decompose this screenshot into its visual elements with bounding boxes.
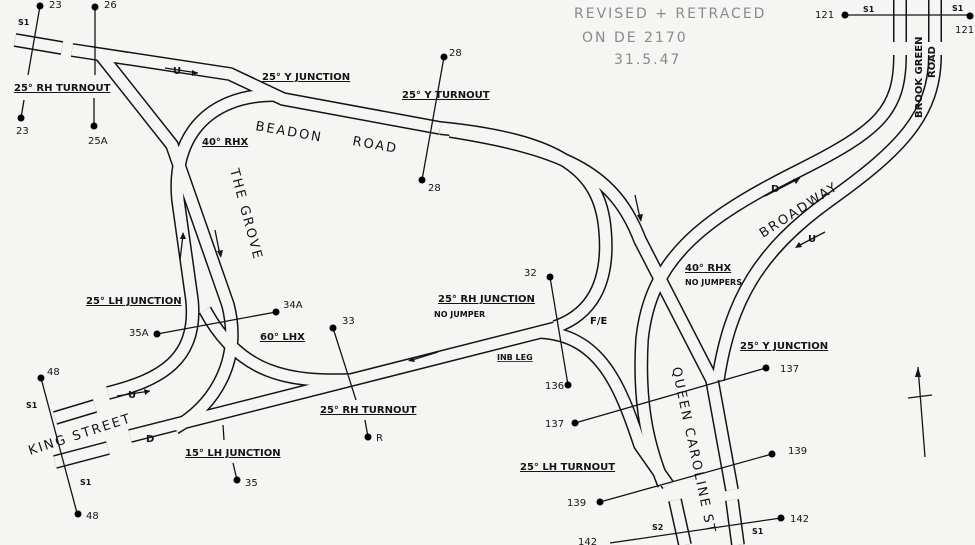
section-mark-s1-west: S1: [18, 18, 30, 27]
label-y-junction-top: 25° Y JUNCTION: [262, 72, 350, 83]
section-mark-s1-brook-east: S1: [952, 4, 964, 13]
direction-down-broadway: D: [771, 184, 779, 195]
label-no-jumpers: NO JUMPERS: [685, 278, 742, 287]
section-mark-s1-king-up: S1: [26, 401, 38, 410]
pole-35: 35: [245, 478, 258, 489]
pole-137-east: 137: [780, 364, 799, 375]
label-y-junction-qc: 25° Y JUNCTION: [740, 341, 828, 352]
label-40-rhx: 40° RHX: [202, 137, 248, 148]
road-name-beadon-road: ROAD: [351, 134, 399, 157]
label-no-jumper: NO JUMPER: [434, 310, 485, 319]
north-arrow-icon: [915, 367, 921, 377]
pole-121-east: 121: [955, 25, 974, 36]
revision-note-line1: REVISED + RETRACED: [574, 6, 766, 22]
pole-139-east: 139: [788, 446, 807, 457]
pole-28-north: 28: [449, 48, 462, 59]
label-25-lh-junction: 25° LH JUNCTION: [86, 296, 182, 307]
pole-26: 26: [104, 0, 117, 11]
label-25-rh-turnout: 25° RH TURNOUT: [320, 405, 417, 416]
pole-23-north: 23: [49, 0, 62, 11]
road-name-the-grove: THE GROVE: [226, 166, 265, 262]
label-40-rhx-qc: 40° RHX: [685, 263, 731, 274]
label-60-lhx: 60° LHX: [260, 332, 305, 343]
direction-down-king: D: [146, 434, 154, 445]
pole-142-east: 142: [790, 514, 809, 525]
pole-32: 32: [524, 268, 537, 279]
road-name-brook-green: BROOK GREEN: [914, 37, 925, 119]
label-y-turnout: 25° Y TURNOUT: [402, 90, 490, 101]
label-25-rh-junction: 25° RH JUNCTION: [438, 294, 535, 305]
direction-up-king: U: [128, 390, 136, 401]
pole-136: 136: [545, 381, 564, 392]
pole-48-north: 48: [47, 367, 60, 378]
pole-r: R: [376, 433, 383, 444]
pole-markers: [17, 2, 974, 544]
pole-25a: 25A: [88, 136, 108, 147]
label-15-lh-junction: 15° LH JUNCTION: [185, 448, 281, 459]
section-mark-s2-qc: S2: [652, 523, 663, 532]
road-name-beadon: BEADON: [254, 119, 324, 146]
revision-note-line2: ON DE 2170: [582, 30, 688, 46]
pole-137-west: 137: [545, 419, 564, 430]
direction-up-broadway: U: [808, 234, 816, 245]
pole-48-south: 48: [86, 511, 99, 522]
label-inb-leg: INB LEG: [497, 353, 533, 362]
direction-up-beadon: U: [173, 66, 181, 77]
revision-note-date: 31.5.47: [614, 52, 681, 68]
pole-34a: 34A: [283, 300, 303, 311]
pole-23-south: 23: [16, 126, 29, 137]
direction-arrows: [116, 67, 826, 397]
label-lh-turnout: 25° LH TURNOUT: [520, 462, 615, 473]
label-fe: F/E: [590, 316, 607, 327]
tracks: [13, 0, 942, 545]
road-name-brook-green-road: ROAD: [927, 46, 938, 78]
track-broadway-east: [711, 54, 942, 382]
pole-28-south: 28: [428, 183, 441, 194]
pole-35a: 35A: [129, 328, 149, 339]
section-mark-s1-qc: S1: [752, 527, 764, 536]
pole-142-west: 142: [578, 537, 597, 545]
pole-33: 33: [342, 316, 355, 327]
pole-139-west: 139: [567, 498, 586, 509]
pole-dot: [36, 2, 44, 10]
section-mark-s1-brook-west: S1: [863, 5, 875, 14]
label-rh-turnout-top: 25° RH TURNOUT: [14, 83, 111, 94]
pole-121-west: 121: [815, 10, 834, 21]
section-mark-s1-king-down: S1: [80, 478, 92, 487]
